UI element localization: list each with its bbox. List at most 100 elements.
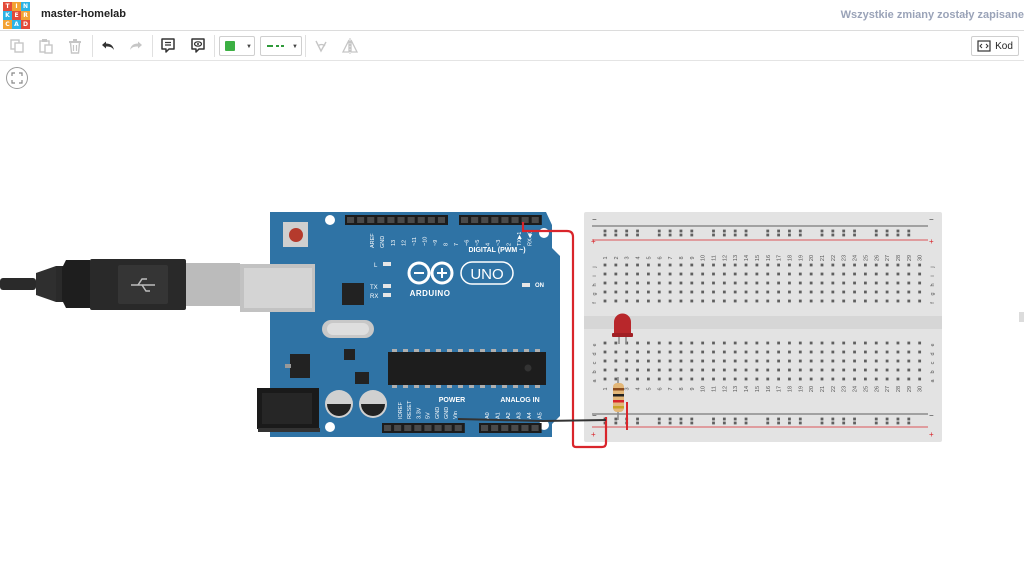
breadboard-hole[interactable] — [603, 229, 607, 233]
breadboard-hole[interactable] — [777, 229, 780, 233]
breadboard-hole[interactable] — [842, 368, 846, 372]
breadboard-hole[interactable] — [918, 299, 922, 303]
header-pin[interactable] — [521, 425, 529, 431]
header-pin[interactable] — [501, 425, 509, 431]
breadboard-hole[interactable] — [712, 299, 715, 303]
breadboard-hole[interactable] — [907, 377, 911, 381]
breadboard-hole[interactable] — [614, 359, 618, 363]
breadboard-hole[interactable] — [853, 263, 856, 267]
breadboard-hole[interactable] — [853, 341, 856, 345]
header-pin[interactable] — [414, 425, 422, 431]
breadboard-hole[interactable] — [885, 299, 889, 303]
breadboard-hole[interactable] — [809, 377, 813, 381]
breadboard-hole[interactable] — [657, 359, 661, 363]
breadboard-hole[interactable] — [842, 417, 846, 421]
breadboard-hole[interactable] — [603, 263, 607, 267]
breadboard-hole[interactable] — [831, 421, 835, 425]
breadboard-hole[interactable] — [809, 272, 813, 276]
breadboard-hole[interactable] — [874, 263, 878, 267]
breadboard-hole[interactable] — [625, 350, 629, 354]
header-pin[interactable] — [377, 217, 385, 223]
breadboard-hole[interactable] — [668, 233, 672, 237]
breadboard-hole[interactable] — [614, 299, 618, 303]
breadboard-hole[interactable] — [614, 377, 618, 381]
breadboard-hole[interactable] — [809, 368, 813, 372]
breadboard-hole[interactable] — [853, 233, 856, 237]
breadboard-hole[interactable] — [777, 233, 780, 237]
breadboard-hole[interactable] — [798, 421, 802, 425]
reset-button[interactable] — [283, 222, 308, 247]
breadboard-hole[interactable] — [712, 290, 715, 294]
digital-header-high[interactable] — [345, 215, 448, 225]
breadboard-hole[interactable] — [679, 290, 683, 294]
breadboard-hole[interactable] — [733, 281, 737, 285]
header-pin[interactable] — [387, 217, 395, 223]
breadboard-hole[interactable] — [788, 377, 791, 381]
breadboard-hole[interactable] — [733, 290, 737, 294]
line-style-picker[interactable]: ▼ — [260, 36, 302, 56]
breadboard-hole[interactable] — [842, 421, 846, 425]
breadboard-hole[interactable] — [853, 272, 856, 276]
breadboard-hole[interactable] — [603, 290, 607, 294]
breadboard-hole[interactable] — [679, 421, 683, 425]
mirror-button[interactable] — [338, 35, 362, 57]
breadboard-hole[interactable] — [712, 377, 715, 381]
breadboard-hole[interactable] — [885, 417, 889, 421]
circuit-canvas[interactable]: UNO ARDUINO DIGITAL (PWM ~) POWER ANALOG… — [0, 61, 1024, 586]
breadboard-hole[interactable] — [636, 377, 639, 381]
breadboard-hole[interactable] — [842, 341, 846, 345]
breadboard-hole[interactable] — [777, 290, 780, 294]
breadboard-hole[interactable] — [657, 350, 661, 354]
breadboard-hole[interactable] — [798, 417, 802, 421]
breadboard-hole[interactable] — [744, 368, 748, 372]
breadboard-hole[interactable] — [668, 272, 672, 276]
breadboard-hole[interactable] — [788, 341, 791, 345]
breadboard-hole[interactable] — [625, 368, 629, 372]
breadboard-hole[interactable] — [788, 299, 791, 303]
header-pin[interactable] — [531, 217, 539, 223]
breadboard-hole[interactable] — [712, 272, 715, 276]
breadboard-hole[interactable] — [896, 350, 900, 354]
breadboard-hole[interactable] — [918, 341, 922, 345]
breadboard-hole[interactable] — [874, 417, 878, 421]
breadboard-hole[interactable] — [722, 263, 726, 267]
header-pin[interactable] — [481, 425, 489, 431]
digital-header-low[interactable] — [459, 215, 542, 225]
breadboard-hole[interactable] — [896, 341, 900, 345]
breadboard-hole[interactable] — [690, 233, 694, 237]
breadboard-hole[interactable] — [798, 341, 802, 345]
breadboard-hole[interactable] — [842, 229, 846, 233]
undo-button[interactable] — [96, 35, 120, 57]
breadboard-hole[interactable] — [809, 350, 813, 354]
breadboard-hole[interactable] — [864, 341, 867, 345]
breadboard-hole[interactable] — [722, 229, 726, 233]
breadboard-hole[interactable] — [896, 421, 900, 425]
breadboard-hole[interactable] — [788, 229, 791, 233]
breadboard-hole[interactable] — [885, 233, 889, 237]
breadboard-hole[interactable] — [820, 421, 824, 425]
breadboard-hole[interactable] — [885, 359, 889, 363]
header-pin[interactable] — [357, 217, 365, 223]
breadboard-hole[interactable] — [874, 350, 878, 354]
breadboard-hole[interactable] — [874, 368, 878, 372]
breadboard-hole[interactable] — [874, 272, 878, 276]
breadboard-hole[interactable] — [874, 229, 878, 233]
breadboard-hole[interactable] — [636, 290, 639, 294]
delete-button[interactable] — [63, 35, 87, 57]
breadboard-hole[interactable] — [809, 299, 813, 303]
breadboard-hole[interactable] — [625, 359, 629, 363]
breadboard-hole[interactable] — [907, 281, 911, 285]
breadboard-hole[interactable] — [625, 377, 629, 381]
breadboard-hole[interactable] — [885, 272, 889, 276]
breadboard-hole[interactable] — [798, 263, 802, 267]
breadboard-hole[interactable] — [777, 368, 780, 372]
breadboard-hole[interactable] — [701, 341, 705, 345]
breadboard-hole[interactable] — [690, 272, 694, 276]
breadboard-hole[interactable] — [647, 359, 650, 363]
breadboard-hole[interactable] — [679, 299, 683, 303]
breadboard-hole[interactable] — [744, 359, 748, 363]
breadboard-hole[interactable] — [918, 350, 922, 354]
breadboard-hole[interactable] — [657, 290, 661, 294]
breadboard-hole[interactable] — [788, 272, 791, 276]
breadboard-hole[interactable] — [690, 377, 694, 381]
